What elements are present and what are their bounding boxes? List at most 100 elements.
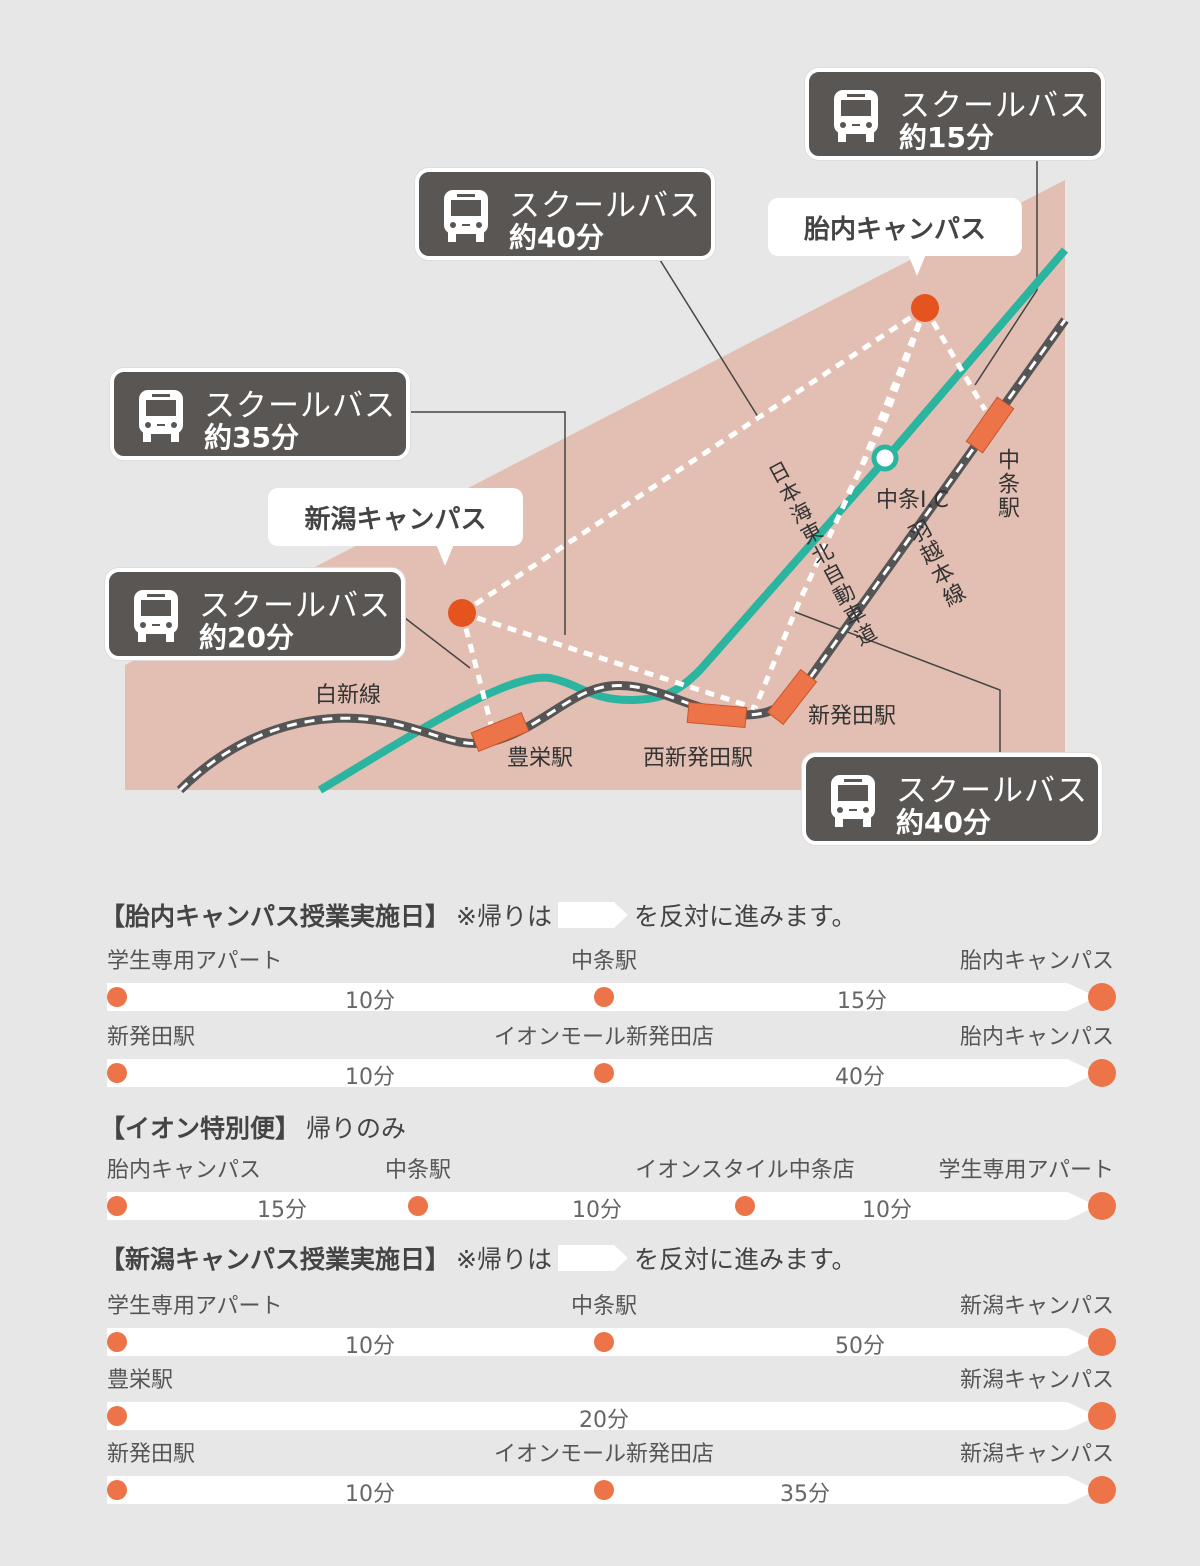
stop-dot bbox=[594, 1063, 614, 1083]
stop-label: 学生専用アパート bbox=[107, 949, 283, 974]
stop-dot bbox=[594, 1480, 614, 1500]
stop-dot bbox=[735, 1196, 755, 1216]
stop-dot bbox=[107, 1196, 127, 1216]
duration-label: 20分 bbox=[579, 1408, 629, 1433]
stop-dot bbox=[1088, 1402, 1116, 1430]
bus-label: スクールバス bbox=[896, 773, 1088, 809]
stop-dot bbox=[594, 1332, 614, 1352]
stop-dot bbox=[107, 987, 127, 1007]
station-nishi-shibata bbox=[686, 701, 748, 729]
duration-label: 10分 bbox=[345, 1482, 395, 1507]
section-heading-aeon: 【イオン特別便】帰りのみ bbox=[100, 1109, 406, 1145]
stop-dot bbox=[107, 1063, 127, 1083]
stop-dot bbox=[107, 1332, 127, 1352]
stop-label: イオンスタイル中条店 bbox=[635, 1158, 855, 1183]
bus-icon bbox=[831, 775, 875, 827]
section-heading-tainai: 【胎内キャンパス授業実施日】※帰りは を反対に進みます。 bbox=[100, 897, 856, 933]
stop-label: 中条駅 bbox=[570, 1294, 638, 1319]
bus-routes bbox=[459, 305, 988, 729]
stop-dot bbox=[1088, 983, 1116, 1011]
bus-icon bbox=[834, 90, 878, 142]
stop-label: 胎内キャンパス bbox=[107, 1158, 262, 1183]
expressway-line bbox=[317, 247, 1069, 794]
stop-dot bbox=[594, 987, 614, 1007]
section-heading-niigata: 【新潟キャンパス授業実施日】※帰りはを反対に進みます。 bbox=[100, 1240, 856, 1276]
station-toyosaka bbox=[470, 711, 530, 753]
tainai-campus-label: 胎内キャンパス bbox=[768, 198, 1022, 276]
bus-time: 約35分 bbox=[204, 421, 299, 454]
bus-icon bbox=[134, 590, 178, 642]
route-bar bbox=[107, 1192, 1097, 1220]
bus-time: 約40分 bbox=[509, 221, 604, 254]
bus-callout-35: スクールバス約35分 bbox=[110, 368, 410, 460]
section-note-post: を反対に進みます。 bbox=[633, 902, 857, 931]
bus-label: スクールバス bbox=[899, 88, 1091, 124]
bus-label: スクールバス bbox=[509, 188, 701, 224]
bus-callout-40-bottom: スクールバス約40分 bbox=[802, 753, 1102, 845]
stop-label: 新発田駅 bbox=[107, 1442, 196, 1467]
callout-lines bbox=[404, 160, 1038, 755]
tainai-campus-dot bbox=[911, 294, 939, 322]
duration-label: 10分 bbox=[862, 1198, 912, 1223]
toyosaka-station-label: 豊栄駅 bbox=[507, 746, 574, 771]
duration-label: 35分 bbox=[780, 1482, 830, 1507]
arrow-icon bbox=[557, 1245, 628, 1271]
niigata-campus-dot bbox=[448, 599, 476, 627]
duration-label: 15分 bbox=[837, 989, 887, 1014]
stop-dot bbox=[408, 1196, 428, 1216]
bus-icon bbox=[139, 390, 183, 442]
bus-time: 約40分 bbox=[896, 806, 991, 839]
stop-label: 豊栄駅 bbox=[107, 1368, 174, 1393]
route-bar bbox=[107, 1402, 1097, 1430]
bus-label: スクールバス bbox=[199, 588, 391, 624]
section-title: 【新潟キャンパス授業実施日】 bbox=[100, 1245, 451, 1274]
section-title: 【イオン特別便】 bbox=[100, 1114, 301, 1143]
bus-callout-20: スクールバス約20分 bbox=[105, 568, 405, 660]
station-shibata bbox=[766, 668, 818, 726]
section-note-pre: 帰りのみ bbox=[306, 1114, 407, 1143]
stop-label: 新潟キャンパス bbox=[959, 1294, 1114, 1319]
station-nakajo bbox=[965, 396, 1015, 454]
duration-label: 15分 bbox=[257, 1198, 307, 1223]
route-row: 学生専用アパート 中条駅 胎内キャンパス 10分 15分 bbox=[0, 943, 1200, 1014]
stop-dot bbox=[107, 1480, 127, 1500]
section-note-pre: ※帰りは bbox=[456, 1245, 552, 1274]
duration-label: 40分 bbox=[835, 1065, 885, 1090]
bus-time: 約20分 bbox=[199, 621, 294, 654]
stop-label: イオンモール新発田店 bbox=[493, 1025, 715, 1050]
route-row: 新発田駅 イオンモール新発田店 胎内キャンパス 10分 40分 bbox=[0, 1019, 1200, 1090]
arrow-icon bbox=[557, 902, 628, 928]
duration-label: 10分 bbox=[345, 989, 395, 1014]
stop-label: 胎内キャンパス bbox=[959, 1025, 1114, 1050]
duration-label: 10分 bbox=[345, 1334, 395, 1359]
bus-callout-15: スクールバス約15分 bbox=[805, 68, 1105, 160]
route-row: 胎内キャンパス 中条駅 イオンスタイル中条店 学生専用アパート 15分 10分 10分 bbox=[0, 1152, 1200, 1223]
stop-dot bbox=[1088, 1192, 1116, 1220]
niigata-campus-label: 新潟キャンパス bbox=[268, 488, 523, 566]
duration-label: 10分 bbox=[345, 1065, 395, 1090]
section-title: 【胎内キャンパス授業実施日】 bbox=[100, 902, 451, 931]
stop-dot bbox=[107, 1406, 127, 1426]
stop-label: 新発田駅 bbox=[107, 1025, 196, 1050]
stop-dot bbox=[1088, 1476, 1116, 1504]
stop-label: 胎内キャンパス bbox=[959, 949, 1114, 974]
bus-icon bbox=[444, 190, 488, 242]
bus-callout-40-top: スクールバス約40分 bbox=[415, 168, 715, 260]
hakushin-line-label: 白新線 bbox=[315, 683, 382, 708]
nakajo-station-label: 中条駅 bbox=[994, 448, 1019, 520]
station-markers bbox=[470, 396, 1015, 753]
stop-label: 学生専用アパート bbox=[938, 1158, 1114, 1183]
stop-label: 中条駅 bbox=[384, 1158, 452, 1183]
section-note-pre: ※帰りは bbox=[456, 902, 552, 931]
bus-time: 約15分 bbox=[899, 121, 994, 154]
stop-dot bbox=[1088, 1328, 1116, 1356]
stop-label: 中条駅 bbox=[570, 949, 638, 974]
nishi-shibata-station-label: 西新発田駅 bbox=[643, 746, 754, 771]
duration-label: 10分 bbox=[572, 1198, 622, 1223]
stop-dot bbox=[1088, 1059, 1116, 1087]
stop-label: 学生専用アパート bbox=[107, 1294, 283, 1319]
nakajo-ic-label: 中条I.C bbox=[876, 488, 949, 513]
